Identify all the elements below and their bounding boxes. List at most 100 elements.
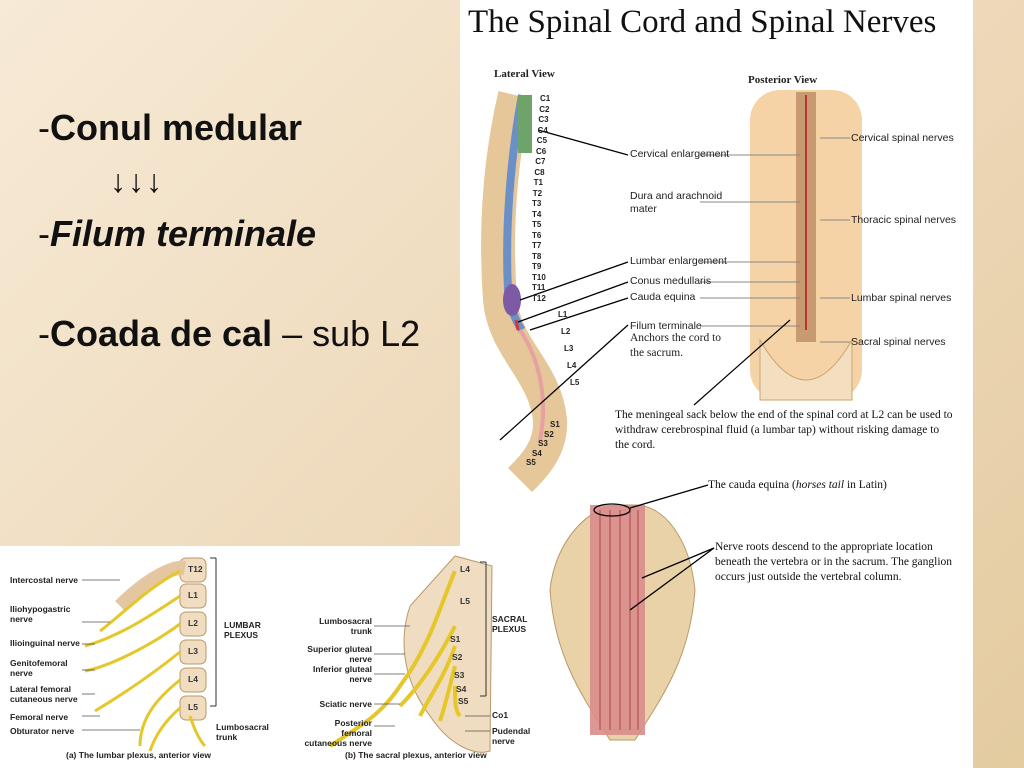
- dash: -: [38, 213, 50, 254]
- vertebra-label: L4: [567, 361, 577, 370]
- cauda-equina-label: Cauda equina: [630, 291, 696, 303]
- vertebra-label: C7: [535, 157, 546, 166]
- lumbar-levels-item: L4: [188, 674, 198, 684]
- vertebra-label: C4: [537, 125, 548, 135]
- dash: -: [38, 107, 50, 148]
- vertebra-label: T8: [532, 251, 542, 261]
- sacrum-label: the sacrum.: [630, 347, 684, 359]
- filum-line: -Filum terminale: [38, 206, 458, 262]
- vertebra-label: S3: [538, 439, 548, 448]
- lumbar-levels-item: L5: [188, 702, 198, 712]
- lumbar-levels-item: L3: [188, 646, 198, 656]
- thoracic-nerves-label: Thoracic spinal nerves: [851, 214, 957, 226]
- vertebra-label: T5: [532, 220, 542, 229]
- cauda-level: – sub L2: [272, 313, 421, 354]
- vertebra-label: T6: [532, 230, 542, 240]
- vertebra-label: C8: [534, 167, 545, 177]
- lumbar-left-item: Intercostal nerve: [10, 575, 79, 585]
- sacral-levels-item: L5: [460, 596, 470, 606]
- caption-a: (a) The lumbar plexus, anterior view: [66, 750, 212, 760]
- cervical-segment: [518, 95, 532, 153]
- lumbar-levels-item: L1: [188, 590, 198, 600]
- anchors-label: Anchors the cord to: [630, 332, 722, 344]
- vertebra-label: S2: [544, 429, 554, 439]
- sacral-levels-item: S3: [454, 670, 465, 680]
- vertebra-label: L2: [561, 327, 571, 336]
- lumbar-enlargement-label: Lumbar enlargement: [630, 255, 727, 267]
- figure-title: The Spinal Cord and Spinal Nerves: [468, 4, 937, 40]
- spinal-cord-figure: The Spinal Cord and Spinal Nerves Latera…: [460, 0, 973, 768]
- lumbar-nerves-label: Lumbar spinal nerves: [851, 292, 952, 304]
- vertebra-label: T9: [532, 262, 542, 271]
- mater-label: mater: [630, 203, 657, 215]
- lumbar-segment: [503, 284, 521, 316]
- cervical-enlargement-label: Cervical enlargement: [630, 148, 730, 160]
- sacral-left-item: Lumbosacral trunk: [319, 616, 372, 636]
- caption-b: (b) The sacral plexus, anterior view: [345, 750, 487, 760]
- dash: -: [38, 313, 50, 354]
- lumbosacral-trunk-a: Lumbosacral trunk: [216, 722, 269, 742]
- sacral-plexus-label: SACRAL PLEXUS: [492, 614, 528, 634]
- vertebra-label: T3: [532, 199, 542, 208]
- vertebra-label: T1: [533, 178, 543, 187]
- lumbar-left-item: Femoral nerve: [10, 712, 69, 722]
- sacral-levels-item: S1: [450, 634, 461, 644]
- lateral-view-label: Lateral View: [494, 68, 555, 80]
- vertebra-label: T11: [532, 283, 546, 292]
- lumbar-levels-item: L2: [188, 618, 198, 628]
- sacral-left-item: Superior gluteal nerve: [307, 644, 372, 664]
- vertebra-label: C3: [538, 115, 549, 124]
- filum-terminale-label: Filum terminale: [630, 320, 702, 332]
- spinal-illustration: [481, 90, 862, 741]
- vertebra-label: C2: [539, 104, 550, 114]
- roots-caption: Nerve roots descend to the appropriate l…: [715, 541, 953, 583]
- vertebra-label: L3: [564, 344, 574, 353]
- vertebra-label: C6: [536, 146, 547, 156]
- cauda-caption: The cauda equina (horses tail in Latin): [708, 479, 887, 491]
- vertebral-column-lateral: [481, 91, 568, 493]
- meningeal-caption: The meningeal sack below the end of the …: [615, 409, 953, 451]
- down-arrows: ↓↓↓: [110, 163, 164, 199]
- vertebra-label: T4: [532, 209, 542, 219]
- plexus-illustration: [82, 555, 493, 753]
- filum-term: Filum terminale: [50, 213, 317, 254]
- cervical-nerves-label: Cervical spinal nerves: [851, 132, 954, 144]
- vertebra-label: C1: [540, 94, 551, 103]
- cauda-term: Coada de cal: [50, 313, 273, 354]
- vertebra-label: S1: [550, 420, 560, 429]
- sacral-left-item: Inferior gluteal nerve: [312, 664, 372, 684]
- sacral-levels-item: L4: [460, 564, 470, 574]
- vertebra-label: L1: [558, 310, 568, 319]
- vertebra-label: T2: [532, 188, 543, 198]
- slide-text-block: -Conul medular ↓↓↓ -Filum terminale -Coa…: [38, 100, 458, 362]
- vertebra-label: S5: [526, 458, 536, 467]
- co1-label: Co1: [492, 710, 509, 720]
- conus-medullaris-label: Conus medullaris: [630, 275, 712, 287]
- vertebra-label: S4: [532, 448, 542, 458]
- lumbar-levels-item: T12: [188, 564, 203, 574]
- sacral-left-item: Posterior femoral cutaneous nerve: [304, 718, 372, 748]
- posterior-view-label: Posterior View: [748, 74, 818, 86]
- vertebra-label: T7: [532, 241, 542, 250]
- sacral-levels-item: S5: [458, 696, 469, 706]
- dura-label: Dura and arachnoid: [630, 190, 723, 202]
- conus-term: Conul medular: [50, 107, 303, 148]
- cord-lateral: [503, 94, 526, 333]
- vertebra-label: C5: [536, 136, 548, 145]
- lumbar-plexus-label: LUMBAR PLEXUS: [224, 620, 261, 640]
- vertebra-label: T12: [532, 293, 546, 303]
- conus-mark: [514, 319, 520, 331]
- sacral-left-item: Sciatic nerve: [319, 699, 372, 709]
- lumbar-left-item: Lateral femoral cutaneous nerve: [10, 684, 78, 704]
- conus-line: -Conul medular: [38, 100, 458, 156]
- vertebra-label: L5: [570, 378, 580, 387]
- vertebra-label: T10: [532, 272, 546, 282]
- lumbar-left-item: Genitofemoral nerve: [10, 658, 68, 678]
- sacral-levels-item: S4: [456, 684, 467, 694]
- sacral-levels-item: S2: [452, 652, 463, 662]
- lumbar-left-item: Ilioinguinal nerve: [10, 638, 80, 648]
- lumbar-left-item: Iliohypogastric nerve: [10, 604, 71, 624]
- pudendal-label: Pudendal nerve: [492, 726, 531, 746]
- cauda-line: -Coada de cal – sub L2: [38, 306, 458, 362]
